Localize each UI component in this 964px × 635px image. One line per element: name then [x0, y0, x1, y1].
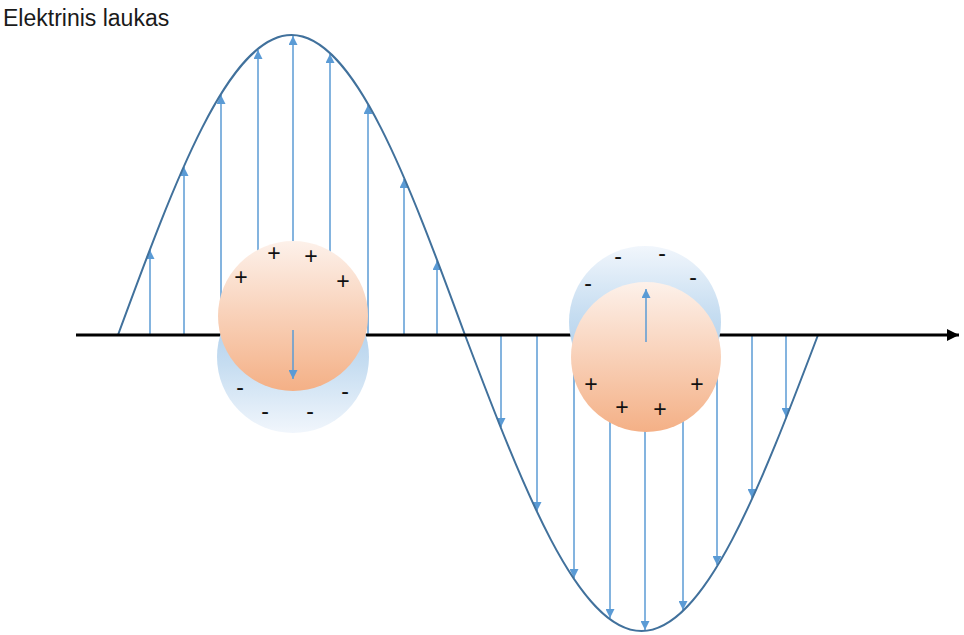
charge-sign: -	[658, 242, 666, 265]
axis-arrow	[76, 334, 959, 337]
charge-sign: +	[234, 266, 247, 289]
charge-sign: -	[689, 266, 697, 289]
dipole-arrow	[645, 289, 647, 342]
charge-sign: -	[306, 400, 314, 423]
charge-sign: +	[653, 398, 666, 421]
charge-sign: -	[584, 272, 592, 295]
charge-sign: +	[267, 242, 280, 265]
charge-sign: +	[584, 373, 597, 396]
diagram-title: Elektrinis laukas	[3, 6, 169, 31]
charge-region	[218, 241, 368, 391]
sine-curve	[118, 35, 818, 631]
positive-charge-core: + + + +	[571, 282, 721, 432]
positive-charge-core: + + + +	[218, 241, 368, 391]
charge-sign: -	[614, 245, 622, 268]
charge-sign: -	[261, 400, 269, 423]
charge-sign: +	[304, 245, 317, 268]
charge-sign: +	[690, 373, 703, 396]
charge-sign: -	[341, 380, 349, 403]
charge-region	[571, 282, 721, 432]
field-vectors	[150, 36, 786, 630]
node-outline	[571, 282, 721, 432]
charge-sign: +	[336, 270, 349, 293]
charge-sign: -	[236, 376, 244, 399]
charge-sign: +	[615, 396, 628, 419]
dipole-arrow	[292, 330, 294, 379]
node-outline	[218, 241, 368, 391]
